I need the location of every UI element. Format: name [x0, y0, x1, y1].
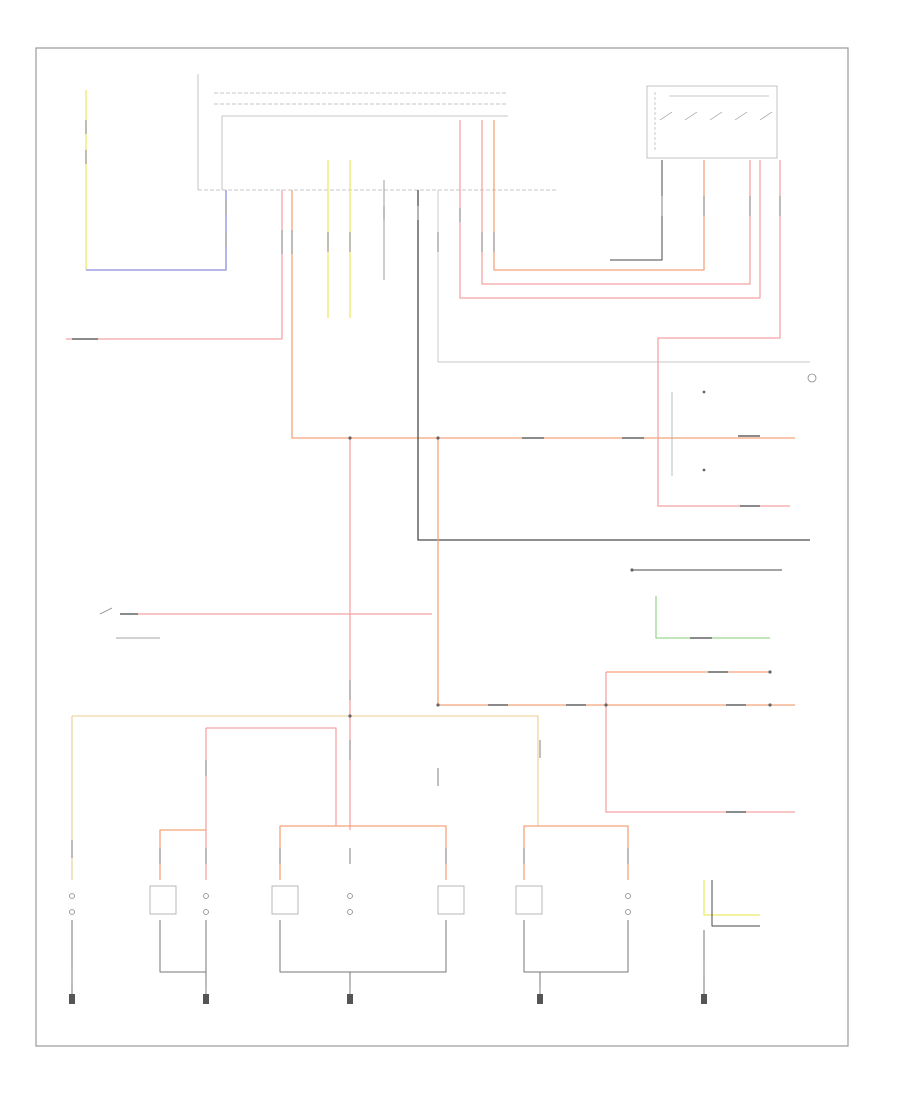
- lamp-box-1: [149, 885, 177, 915]
- central-module-outline: [197, 74, 556, 191]
- wire-pink-lamp-loop: [205, 727, 337, 880]
- lamp-box-4: [515, 885, 543, 915]
- wire-orange-bottom-2: [279, 825, 447, 880]
- wire-orange-bus: [291, 190, 795, 439]
- inline-connectors: [72, 338, 760, 813]
- wire-green-loop: [655, 596, 770, 639]
- wire-black-switch: [610, 160, 663, 261]
- wire-black-main: [417, 190, 810, 541]
- wire-red-loop-3: [493, 120, 705, 271]
- lamp-box-2: [271, 885, 299, 915]
- wire-red-right-mid: [605, 672, 795, 813]
- wire-tan-horizontal: [72, 715, 539, 826]
- lamp-box-3: [437, 885, 465, 915]
- wire-red-loop-2: [481, 120, 751, 285]
- wire-dark-bottom-3: [523, 920, 629, 973]
- wire-dark-bottom-2: [279, 920, 447, 973]
- component-boxes: [149, 885, 543, 915]
- switch-symbols: [69, 373, 817, 915]
- wire-dark-bottom-1: [159, 920, 207, 973]
- wire-orange-vertical: [437, 438, 606, 706]
- wire-black-br: [711, 880, 760, 927]
- splice-dots: [348, 390, 772, 718]
- wire-orange-bottom-3: [523, 825, 629, 880]
- wire-blue-left: [86, 190, 227, 271]
- ground-symbols: [69, 994, 707, 1004]
- light-switch-box: [646, 85, 778, 159]
- connector-marks: [71, 120, 781, 998]
- wire-pink-left-feed: [66, 190, 283, 340]
- wire-red-loop-1: [459, 120, 761, 299]
- wire-red-right-return: [657, 160, 790, 507]
- diagram-frame: [35, 47, 849, 1047]
- wire-yellow-br: [703, 880, 760, 916]
- wire-orange-bottom-1: [159, 829, 206, 880]
